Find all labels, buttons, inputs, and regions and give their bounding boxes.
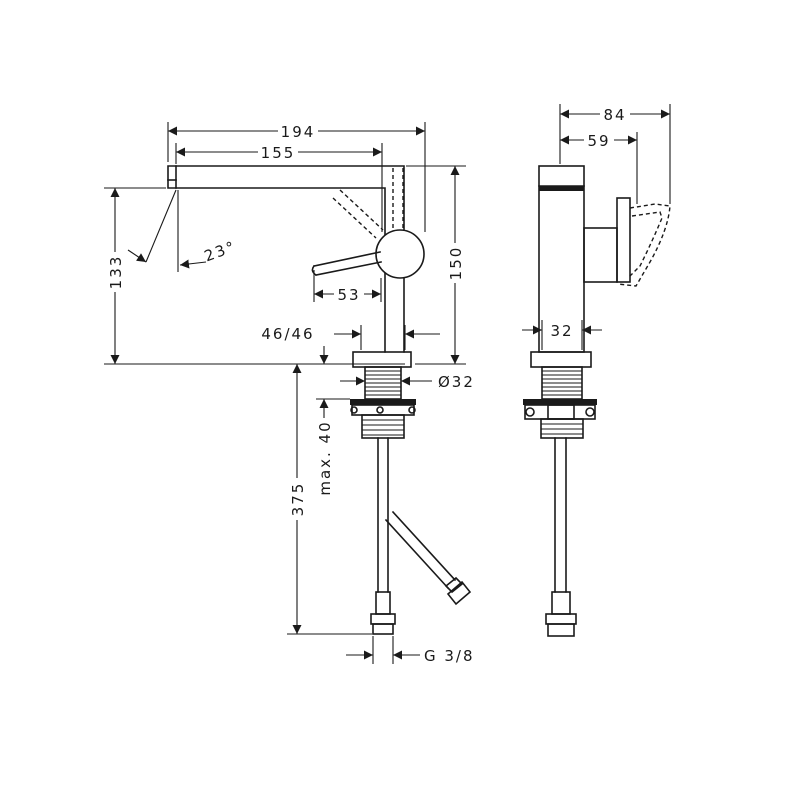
dim-side-lever-offset: 59 <box>587 132 610 150</box>
front-dimensions: 194 155 133 23° 150 53 <box>104 122 475 665</box>
side-lever <box>583 197 671 287</box>
supply-hoses <box>370 437 472 635</box>
threaded-shank <box>364 366 402 400</box>
dim-hose-length: 375 <box>289 482 307 517</box>
side-mounting-nut <box>523 399 597 420</box>
lower-shank <box>361 414 405 439</box>
side-supply-hose <box>545 437 577 637</box>
dim-outlet-angle: 23° <box>202 237 239 265</box>
lever-handle <box>311 229 425 279</box>
mounting-nut <box>350 399 416 416</box>
dim-spout-to-axis: 155 <box>261 144 296 162</box>
dim-body-height: 150 <box>447 246 465 281</box>
dim-lever-length: 53 <box>337 286 360 304</box>
dim-outlet-height: 133 <box>107 255 125 290</box>
lever-alt-position <box>332 168 404 239</box>
dim-side-body-width: 32 <box>550 322 573 340</box>
side-threaded-shank <box>541 366 583 400</box>
side-lower-shank <box>540 418 584 439</box>
base-ring <box>352 351 412 368</box>
dim-thread-diameter: Ø32 <box>438 373 475 391</box>
dim-base-widths: 46/46 <box>261 325 314 343</box>
dim-spout-reach: 194 <box>281 123 316 141</box>
front-view <box>167 165 472 635</box>
side-view <box>523 165 671 637</box>
side-dimensions: 84 59 32 <box>522 104 671 350</box>
dim-connection-thread: G 3/8 <box>424 647 475 665</box>
dim-side-depth: 84 <box>603 106 626 124</box>
dim-countertop-max: max. 40 <box>316 420 334 495</box>
